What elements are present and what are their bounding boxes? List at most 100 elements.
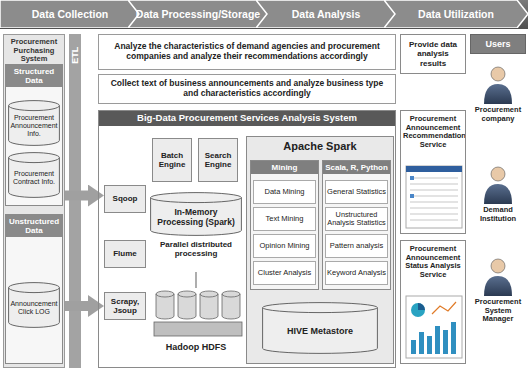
method-item: Data Mining <box>253 180 316 204</box>
chevron-fill <box>384 0 528 28</box>
node-text: Data Mining <box>255 188 314 197</box>
person-head <box>491 167 505 181</box>
user-label: Procurement company <box>470 106 526 123</box>
metastore-cylinder: HIVE Metastore <box>262 302 378 354</box>
cylinder-rim <box>263 308 378 313</box>
ingest-tool: Sqoop <box>104 185 146 213</box>
cylinder-body <box>9 283 60 328</box>
node-text: Provide data analysis results <box>403 40 463 68</box>
node-text: Apache Spark <box>249 140 391 153</box>
stage-chevron: Data Analysis <box>256 0 396 28</box>
person-body <box>484 184 512 204</box>
node-text: Scrapy, Jsoup <box>106 297 144 315</box>
method-column: Scala, R, PythonGeneral StatisticsUnstru… <box>322 160 391 290</box>
source-panel: Procurement Purchasing SystemStructured … <box>3 34 65 368</box>
cylinder-body <box>263 303 378 354</box>
top-band <box>0 0 528 29</box>
goal-box: Analyze the characteristics of demand ag… <box>98 34 396 70</box>
stage-chevron: Data Collection <box>0 0 140 28</box>
chevron-fill <box>128 0 268 28</box>
person-body <box>484 84 512 104</box>
result-box: Provide data analysis results <box>400 34 466 74</box>
engine-box: Batch Engine <box>152 138 192 182</box>
person-body <box>484 276 512 296</box>
header-text: Structured Data <box>6 65 62 87</box>
node-text: Keyword Analysis <box>327 269 386 278</box>
spark-panel: Apache SparkMiningData MiningText Mining… <box>246 136 394 364</box>
trend-line <box>432 302 456 314</box>
node-text: Collect text of business announcements a… <box>103 79 391 99</box>
pie <box>411 303 425 317</box>
user-icons <box>484 67 512 296</box>
block-arrow <box>63 301 90 311</box>
method-item: Pattern analysis <box>325 234 388 258</box>
database-cylinder: Procurement Contract Info. <box>8 152 60 198</box>
node-text: General Statistics <box>327 188 386 197</box>
bars <box>411 322 456 354</box>
chevron-fill <box>0 0 140 28</box>
stage-chevron: Data Processing/Storage <box>128 0 268 28</box>
user-label: Procurement System Manager <box>470 298 526 324</box>
node-text: Announcement Click LOG <box>9 300 59 316</box>
node-text: Data Processing/Storage <box>130 8 266 20</box>
header-text: Scala, R, Python <box>323 161 390 174</box>
pie-slice <box>418 303 425 310</box>
node-text: Opinion Mining <box>255 242 314 251</box>
user-label: Demand Institution <box>470 206 526 223</box>
node-text: Procurement Announcement Info. <box>9 114 59 138</box>
stage-chevron: Data Utilization <box>384 0 528 28</box>
node-text: Data Collection <box>2 8 138 20</box>
screen-icon <box>410 176 414 180</box>
node-text: Procurement Purchasing System <box>6 38 62 64</box>
node-text: Users <box>472 39 524 49</box>
disk <box>156 291 174 319</box>
header-text: Big-Data Procurement Services Analysis S… <box>99 111 395 126</box>
method-item: Text Mining <box>253 207 316 231</box>
node-text: Pattern analysis <box>327 242 386 251</box>
engine-box: Search Engine <box>198 138 238 182</box>
person-head <box>491 67 505 81</box>
node-text: ETL <box>70 47 80 64</box>
node-text: HIVE Metastore <box>265 326 375 336</box>
cylinder-rim <box>9 288 60 293</box>
caption-text: Parallel distributed processing <box>148 240 244 258</box>
method-item: Keyword Analysis <box>325 261 388 285</box>
memory-cylinder: In-Memory Processing (Spark) <box>150 192 242 236</box>
method-item: Cluster Analysis <box>253 261 316 285</box>
chevron-fill <box>256 0 396 28</box>
screen-rows <box>410 178 458 220</box>
etl-bar: ETL <box>68 34 82 368</box>
caption-text: Hadoop HDFS <box>148 342 244 352</box>
node-text: Batch Engine <box>154 151 190 169</box>
database-cylinder: Announcement Click LOG <box>8 282 60 328</box>
node-text: Analyze the characteristics of demand ag… <box>103 42 391 62</box>
node-text: Procurement Contract Info. <box>9 170 59 186</box>
method-item: Opinion Mining <box>253 234 316 258</box>
node-text: Unstructured Analysis Statistics <box>327 211 386 228</box>
system-container: Big-Data Procurement Services Analysis S… <box>98 110 396 368</box>
screen-bar <box>406 166 462 172</box>
etl-bar <box>69 34 81 368</box>
goal-box: Collect text of business announcements a… <box>98 74 396 104</box>
screen-icon <box>410 194 414 198</box>
node-text: Procurement Announcement Recommendation … <box>403 115 463 150</box>
node-text: Search Engine <box>200 151 236 169</box>
node-text: Data Utilization <box>386 8 526 20</box>
node-text: Procurement Announcement Status Analysis… <box>403 245 463 280</box>
header-text: Unstructured Data <box>6 215 62 237</box>
method-item: Unstructured Analysis Statistics <box>325 207 388 231</box>
block-arrow <box>63 191 90 201</box>
ingest-tool: Scrapy, Jsoup <box>104 292 146 320</box>
node-text: Data Analysis <box>258 8 394 20</box>
data-group: Structured DataProcurement Announcement … <box>5 64 63 206</box>
node-text: Sqoop <box>106 194 144 203</box>
node-text: Flume <box>106 249 144 258</box>
node-text: Cluster Analysis <box>255 269 314 278</box>
cylinder-rim <box>151 198 242 203</box>
screen <box>406 296 462 358</box>
node-text: Text Mining <box>255 215 314 224</box>
disk <box>200 291 218 319</box>
service-box: Procurement Announcement Recommendation … <box>400 110 466 234</box>
disk-base <box>154 322 242 336</box>
status-chart <box>406 296 462 358</box>
